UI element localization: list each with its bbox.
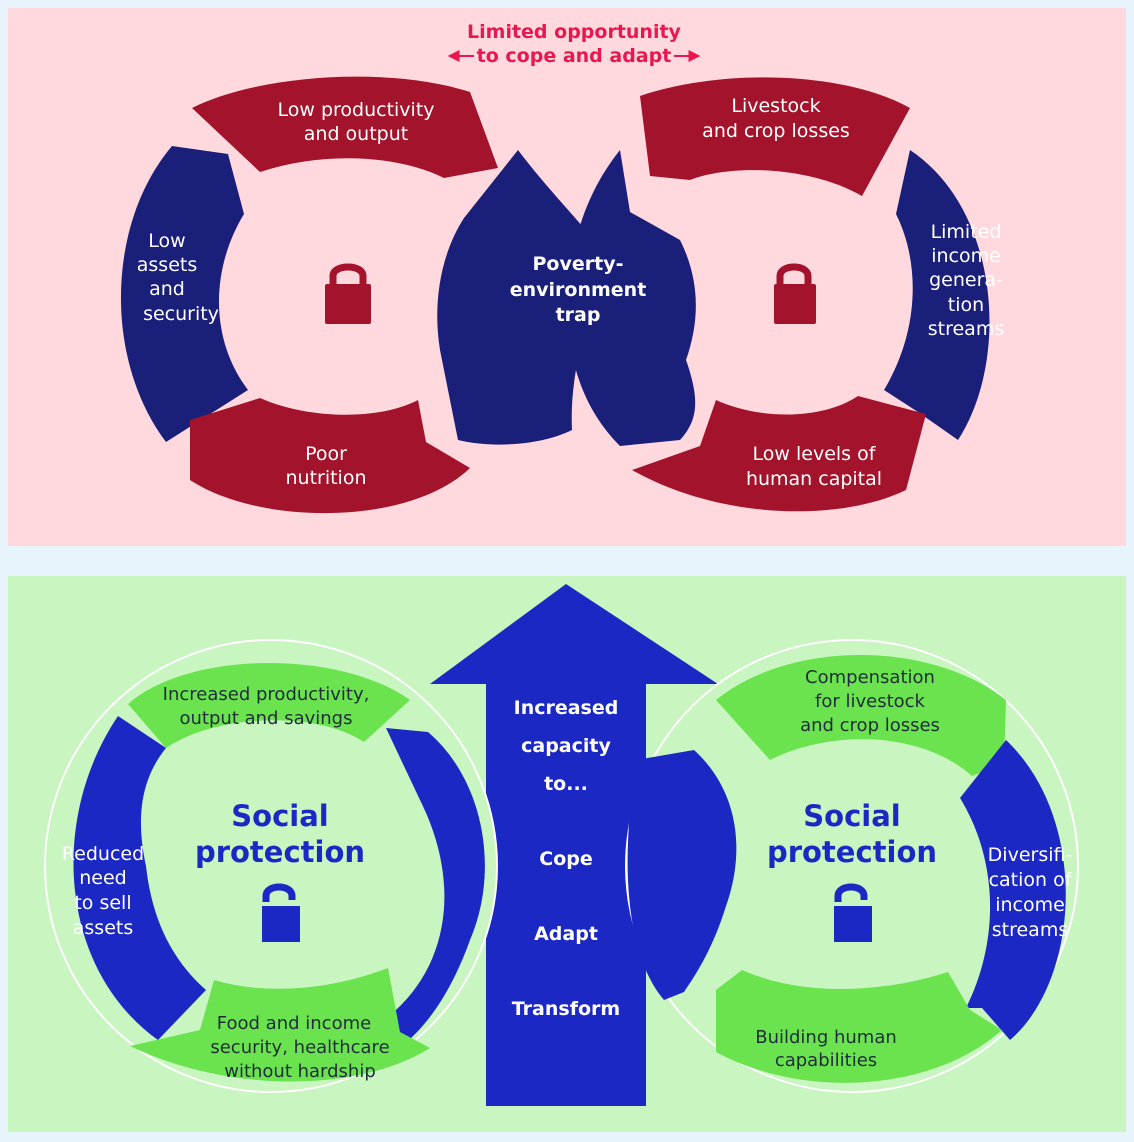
- arrow-label-adapt: Adapt: [534, 923, 598, 945]
- top-right-cycle: Livestock and crop losses Limited income…: [632, 77, 1004, 512]
- right-open-padlock-icon: [834, 883, 872, 942]
- reduced-need-line1: Reduced: [62, 843, 144, 865]
- increased-productivity-line2: output and savings: [180, 708, 353, 729]
- bottom-right-cycle: Compensation for livestock and crop loss…: [625, 639, 1079, 1093]
- poor-nutrition-line1: Poor: [305, 443, 347, 465]
- left-social-label: Social: [231, 799, 328, 833]
- low-assets-line3: and: [149, 278, 185, 300]
- limited-income-segment: [884, 150, 990, 440]
- trap-left-arrow: [437, 150, 612, 445]
- building-capabilities-segment: [716, 970, 1002, 1083]
- poor-nutrition-segment: [190, 398, 470, 514]
- compensation-segment: [716, 655, 1006, 776]
- left-protection-label: protection: [195, 835, 365, 869]
- food-security-line1: Food and income: [217, 1013, 371, 1034]
- low-productivity-line1: Low productivity: [277, 99, 434, 121]
- low-productivity-line2: and output: [304, 123, 408, 145]
- left-closed-padlock-icon: [325, 263, 371, 324]
- human-capital-segment: [632, 396, 926, 512]
- limited-income-line3: genera-: [929, 269, 1003, 291]
- left-cycle-right-arrow: [380, 728, 485, 1060]
- right-closed-padlock-icon: [774, 263, 816, 324]
- arrow-label-increased: Increased: [514, 697, 619, 719]
- trap-label-line1: Poverty-: [533, 253, 624, 275]
- trap-right-arrow: [567, 150, 696, 446]
- left-open-padlock-icon: [262, 883, 300, 942]
- reduced-need-line2: need: [79, 867, 126, 889]
- low-productivity-segment: [192, 76, 498, 178]
- reduced-need-line3: to sell: [74, 892, 131, 914]
- human-capital-line2: human capital: [746, 468, 882, 490]
- human-capital-line1: Low levels of: [753, 443, 877, 465]
- diversification-segment: [960, 740, 1066, 1040]
- right-protection-label: protection: [767, 835, 937, 869]
- food-security-segment: [130, 968, 430, 1082]
- food-security-line3: without hardship: [224, 1061, 376, 1082]
- low-assets-line2: assets: [137, 254, 197, 276]
- diversification-line3: income: [995, 894, 1065, 916]
- compensation-line1: Compensation: [805, 667, 935, 688]
- building-capabilities-line2: capabilities: [775, 1050, 877, 1071]
- diversification-line1: Diversifi-: [988, 844, 1073, 866]
- arrow-label-cope: Cope: [539, 848, 592, 870]
- diversification-line4: streams: [992, 919, 1068, 941]
- top-title-line1: Limited opportunity: [467, 21, 682, 43]
- poor-nutrition-line2: nutrition: [285, 467, 366, 489]
- trap-label-line2: environment: [510, 279, 647, 301]
- low-assets-line4: security: [143, 303, 219, 325]
- livestock-losses-line1: Livestock: [731, 95, 820, 117]
- food-security-line2: security, healthcare: [210, 1037, 389, 1058]
- increased-productivity-line1: Increased productivity,: [163, 684, 370, 705]
- low-assets-segment: [120, 146, 248, 442]
- low-assets-line1: Low: [148, 230, 185, 252]
- livestock-losses-line2: and crop losses: [702, 120, 850, 142]
- limited-income-line5: streams: [928, 318, 1004, 340]
- trap-label-line3: trap: [556, 304, 601, 326]
- increased-capacity-arrow: [430, 584, 718, 1106]
- arrow-label-transform: Transform: [512, 998, 620, 1020]
- limited-income-line2: income: [931, 245, 1001, 267]
- compensation-line3: and crop losses: [800, 715, 940, 736]
- right-social-label: Social: [803, 799, 900, 833]
- arrow-label-capacity: capacity: [521, 735, 611, 757]
- diversification-line2: cation of: [989, 869, 1073, 891]
- compensation-line2: for livestock: [815, 691, 926, 712]
- top-left-cycle: Low productivity and output Low assets a…: [120, 76, 498, 514]
- bottom-left-cycle: Increased productivity, output and savin…: [44, 639, 498, 1093]
- top-title-line2: to cope and adapt: [477, 45, 672, 67]
- arrow-labels: Increased capacity to... Cope Adapt Tran…: [512, 697, 620, 1020]
- right-cycle-left-arrow: [627, 750, 737, 1000]
- building-capabilities-line1: Building human: [755, 1027, 897, 1048]
- limited-income-line1: Limited: [931, 221, 1002, 243]
- arrow-label-to: to...: [544, 773, 588, 795]
- increased-productivity-segment: [128, 662, 410, 748]
- limited-income-line4: tion: [948, 294, 984, 316]
- reduced-need-segment: [73, 716, 206, 1040]
- top-title: Limited opportunity to cope and adapt: [447, 21, 701, 67]
- reduced-need-line4: assets: [73, 917, 133, 939]
- livestock-losses-segment: [640, 77, 910, 196]
